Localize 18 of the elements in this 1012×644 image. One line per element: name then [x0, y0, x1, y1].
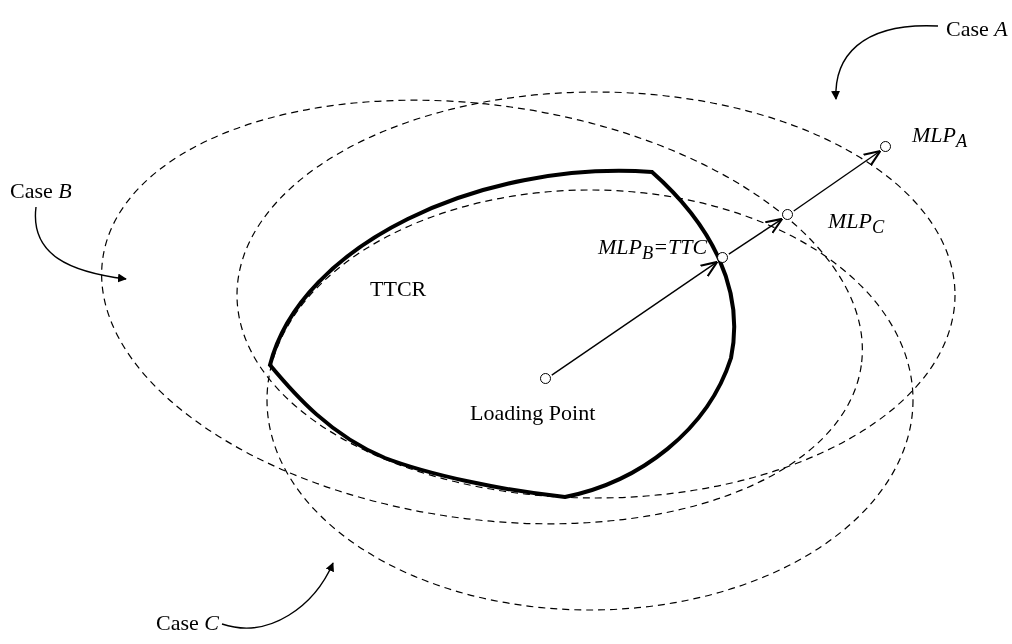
- leader-arrow: [34, 206, 127, 283]
- point-label: MLP$_{C}$: [828, 210, 885, 237]
- case-label: Case B: [10, 180, 72, 202]
- case-label: Case A: [946, 18, 1008, 40]
- point-label: MLP$_{A}$: [912, 124, 968, 151]
- case-label: Case C: [156, 612, 219, 634]
- point-label: MLP$_{B}$=TTC: [598, 236, 708, 263]
- arrow: [728, 217, 784, 255]
- point-marker: [880, 141, 891, 152]
- leader-arrow: [221, 562, 334, 629]
- point-marker: [717, 252, 728, 263]
- point-marker: [540, 373, 551, 384]
- arrow: [793, 149, 882, 212]
- arrow: [551, 260, 719, 376]
- point-label: Loading Point: [470, 402, 596, 424]
- point-marker: [782, 209, 793, 220]
- leader-arrow: [831, 25, 939, 100]
- region-label: TTCR: [370, 278, 427, 300]
